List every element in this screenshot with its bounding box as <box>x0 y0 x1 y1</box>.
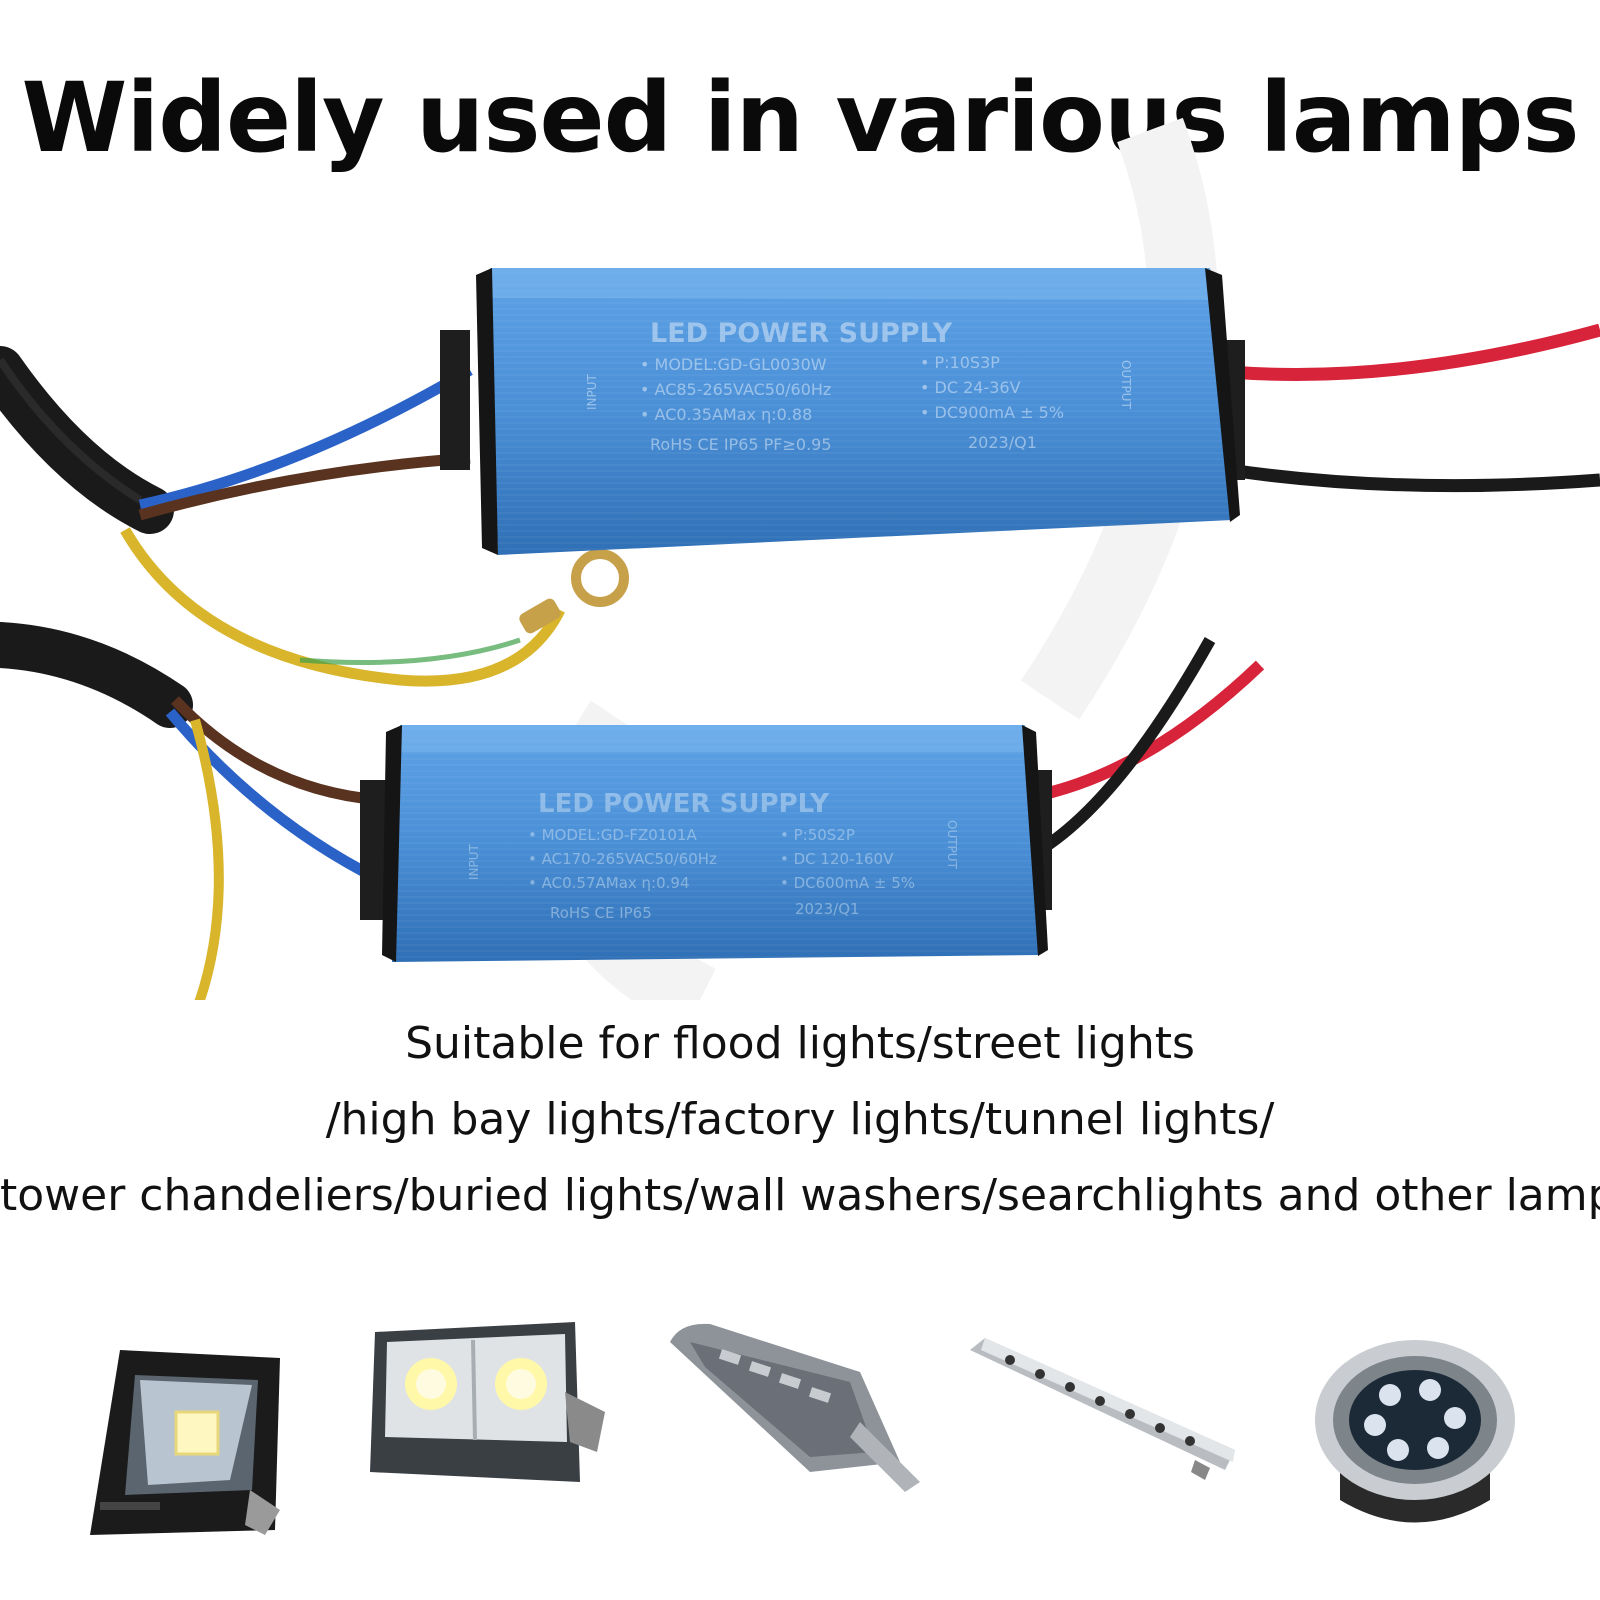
top-driver-certs: RoHS CE IP65 PF≥0.95 <box>650 435 832 454</box>
bottom-driver-spec: • AC0.57AMax η:0.94 <box>528 874 689 892</box>
caption-line: Suitable for flood lights/street lights <box>405 1018 1195 1069</box>
top-ring-terminal <box>519 549 629 634</box>
top-driver-spec: • MODEL:GD-GL0030W <box>640 355 827 374</box>
bottom-driver-output-wires <box>1036 637 1265 856</box>
bottom-driver-title: LED POWER SUPPLY <box>538 789 830 819</box>
bottom-driver-spec: • MODEL:GD-FZ0101A <box>528 826 697 844</box>
top-driver-output-label: OUTPUT <box>1119 360 1133 410</box>
street-light-icon <box>660 1312 940 1512</box>
top-driver-date: 2023/Q1 <box>968 433 1037 452</box>
bottom-driver-spec: • P:50S2P <box>780 826 855 844</box>
double-flood-light-icon <box>365 1312 615 1512</box>
top-driver-spec: • AC0.35AMax η:0.88 <box>640 405 812 424</box>
caption-line: tower chandeliers/buried lights/wall was… <box>0 1170 1600 1221</box>
bottom-driver-spec: • DC 120-160V <box>780 850 894 868</box>
wall-washer-icon <box>965 1330 1245 1490</box>
bottom-driver-date: 2023/Q1 <box>795 900 860 918</box>
top-driver-spec: • P:10S3P <box>920 353 1000 372</box>
top-driver-title: LED POWER SUPPLY <box>650 318 953 349</box>
top-led-driver: LED POWER SUPPLY • MODEL:GD-GL0030W • AC… <box>440 268 1245 555</box>
bottom-driver-input-label: INPUT <box>467 843 481 880</box>
buried-light-icon <box>1310 1330 1520 1550</box>
bottom-driver-output-label: OUTPUT <box>945 820 959 870</box>
product-photo: LED POWER SUPPLY • MODEL:GD-GL0030W • AC… <box>0 117 1600 1000</box>
top-driver-output-wires <box>1229 323 1600 493</box>
top-driver-spec: • DC900mA ± 5% <box>920 403 1064 422</box>
bottom-driver-input-cable <box>0 622 383 1000</box>
top-driver-input-cable <box>0 346 565 687</box>
bottom-driver-certs: RoHS CE IP65 <box>550 904 652 922</box>
bottom-driver-spec: • DC600mA ± 5% <box>780 874 915 892</box>
top-driver-spec: • AC85-265VAC50/60Hz <box>640 380 831 399</box>
headline: Widely used in various lamps <box>21 62 1580 174</box>
bottom-led-driver: LED POWER SUPPLY • MODEL:GD-FZ0101A • AC… <box>360 725 1052 962</box>
caption-line: /high bay lights/factory lights/tunnel l… <box>325 1094 1275 1145</box>
top-driver-spec: • DC 24-36V <box>920 378 1021 397</box>
bottom-driver-spec: • AC170-265VAC50/60Hz <box>528 850 717 868</box>
flood-light-icon <box>80 1340 290 1550</box>
top-driver-input-label: INPUT <box>585 373 599 410</box>
